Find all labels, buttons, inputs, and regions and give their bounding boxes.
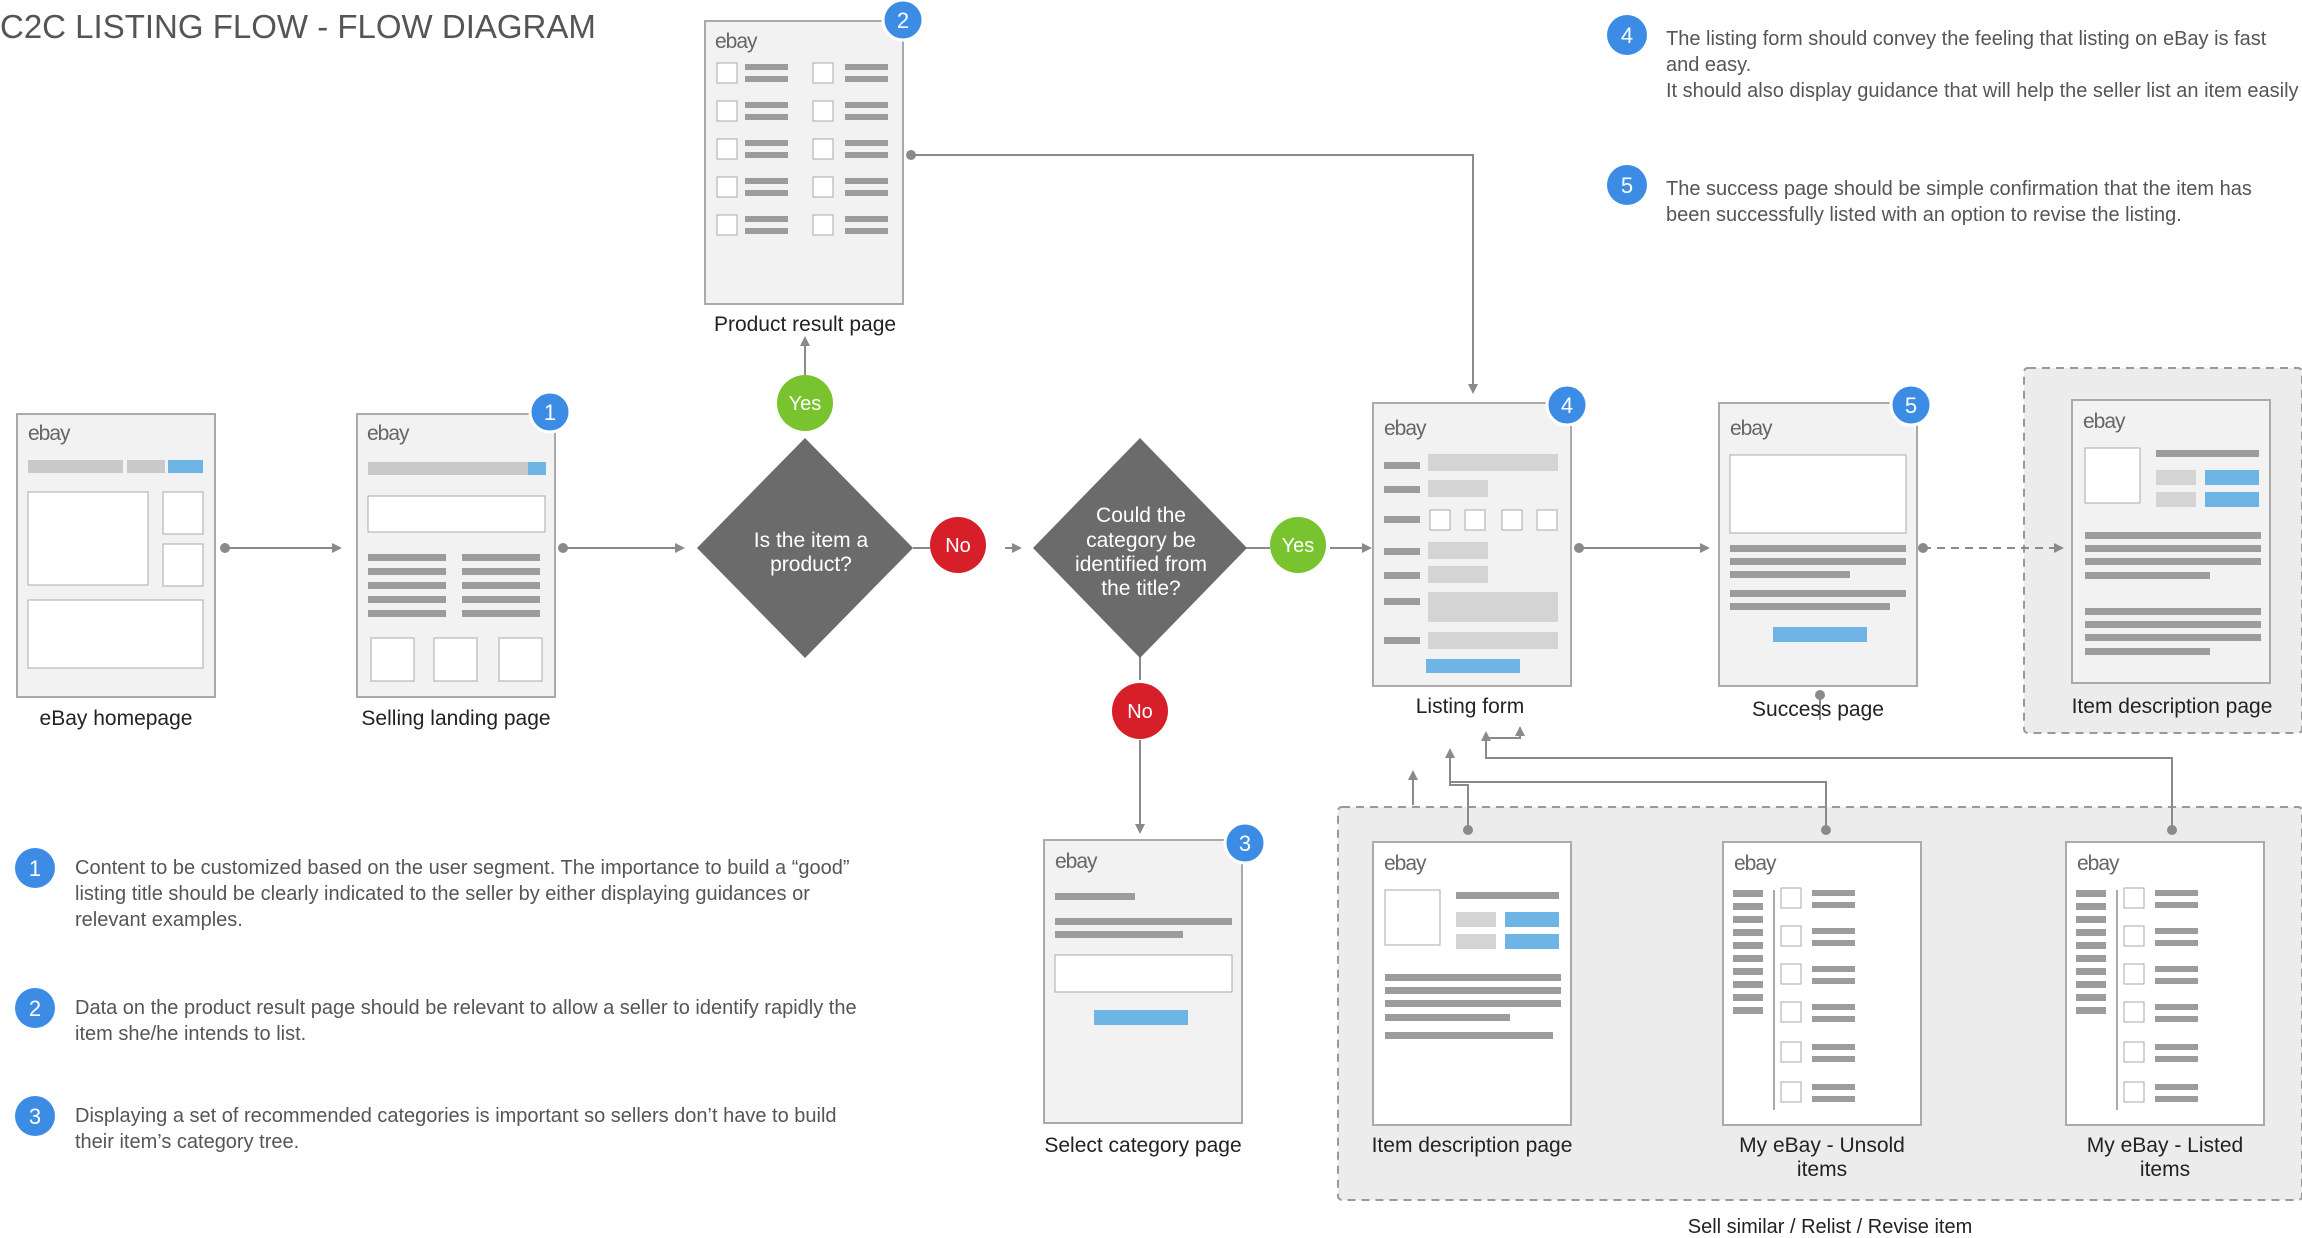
ebay-logo: ebay [1730, 417, 1773, 440]
ebay-logo: ebay [1384, 417, 1427, 440]
my-ebay-listed-wireframe[interactable]: ebay [2065, 841, 2265, 1126]
note-badge-5: 5 [1621, 173, 1633, 198]
caption-homepage: eBay homepage [39, 707, 193, 730]
ebay-logo: ebay [367, 422, 410, 445]
my-ebay-unsold-wireframe[interactable]: ebay [1722, 841, 1922, 1126]
svg-text:identified from: identified from [1075, 553, 1207, 576]
svg-text:product?: product? [770, 553, 852, 576]
caption-unsold-line2: items [1796, 1158, 1848, 1181]
caption-my-ebay-unsold: My eBay - Unsold items [1700, 1134, 1944, 1182]
svg-text:Yes: Yes [1282, 535, 1315, 557]
note-badge-4: 4 [1621, 23, 1633, 48]
note-2-text: Data on the product result page should b… [75, 997, 857, 1045]
page-title: C2C LISTING FLOW - FLOW DIAGRAM [0, 8, 596, 45]
caption-item-description-bottom: Item description page [1371, 1134, 1573, 1157]
ebay-logo: ebay [1734, 852, 1777, 875]
success-page-wireframe[interactable]: ebay [1718, 402, 1918, 687]
note-4-line1: The listing form should convey the feeli… [1666, 28, 2267, 76]
svg-text:Could the: Could the [1096, 504, 1186, 527]
note-badge-3: 3 [29, 1104, 41, 1129]
caption-product-result: Product result page [713, 313, 897, 336]
ebay-logo: ebay [2077, 852, 2120, 875]
item-description-top-wireframe[interactable]: ebay [2071, 399, 2271, 684]
caption-selling-landing: Selling landing page [361, 707, 551, 730]
connectors [220, 150, 2177, 835]
badge-3: 3 [1239, 831, 1251, 856]
listing-form-wireframe[interactable]: ebay [1372, 402, 1572, 687]
caption-select-category: Select category page [1044, 1134, 1242, 1157]
badge-5: 5 [1905, 393, 1917, 418]
svg-text:the title?: the title? [1101, 577, 1180, 600]
no-pill-product: No [930, 517, 986, 573]
ebay-logo: ebay [1384, 852, 1427, 875]
svg-text:No: No [1127, 701, 1153, 723]
note-4-line2: It should also display guidance that wil… [1666, 80, 2299, 102]
caption-item-description-top: Item description page [2071, 695, 2273, 718]
ebay-logo: ebay [2083, 410, 2126, 433]
yes-pill-category: Yes [1270, 517, 1326, 573]
caption-listing-form: Listing form [1415, 695, 1525, 718]
product-result-wireframe[interactable]: ebay [704, 20, 904, 305]
wireframe-badges [528, 0, 1933, 865]
decision-category-identified: Could the category be identified from th… [1033, 438, 1247, 658]
yes-pill-product: Yes [777, 375, 833, 431]
note-4: The listing form should convey the feeli… [1666, 26, 2302, 104]
caption-success: Success page [1752, 698, 1884, 721]
svg-text:No: No [945, 535, 971, 557]
item-description-bottom-wireframe[interactable]: ebay [1372, 841, 1572, 1126]
selling-landing-wireframe[interactable]: ebay [356, 413, 556, 698]
caption-my-ebay-listed: My eBay - Listed items [2043, 1134, 2287, 1182]
badge-4: 4 [1561, 393, 1573, 418]
note-badge-2: 2 [29, 996, 41, 1021]
note-3-text: Displaying a set of recommended categori… [75, 1105, 837, 1153]
note-1-text: Content to be customized based on the us… [75, 857, 850, 931]
note-5-text: The success page should be simple confir… [1666, 178, 2252, 226]
caption-unsold-line1: My eBay - Unsold [1739, 1134, 1905, 1157]
note-badges [15, 15, 1647, 1136]
group-label: Sell similar / Relist / Revise item [1687, 1216, 1973, 1238]
svg-text:Is the item a: Is the item a [754, 529, 869, 552]
homepage-wireframe[interactable]: ebay [16, 413, 216, 698]
caption-listed-line1: My eBay - Listed [2086, 1134, 2244, 1157]
note-badge-1: 1 [29, 856, 41, 881]
caption-listed-line2: items [2139, 1158, 2191, 1181]
badge-1: 1 [544, 400, 556, 425]
ebay-logo: ebay [28, 422, 71, 445]
svg-text:category be: category be [1086, 529, 1196, 552]
no-pill-category: No [1112, 683, 1168, 739]
badge-2: 2 [897, 8, 909, 33]
ebay-logo: ebay [1055, 850, 1098, 873]
select-category-wireframe[interactable]: ebay [1043, 839, 1243, 1124]
svg-text:Yes: Yes [789, 393, 822, 415]
ebay-logo: ebay [715, 30, 758, 53]
decision-is-product: Is the item a product? [697, 438, 913, 658]
